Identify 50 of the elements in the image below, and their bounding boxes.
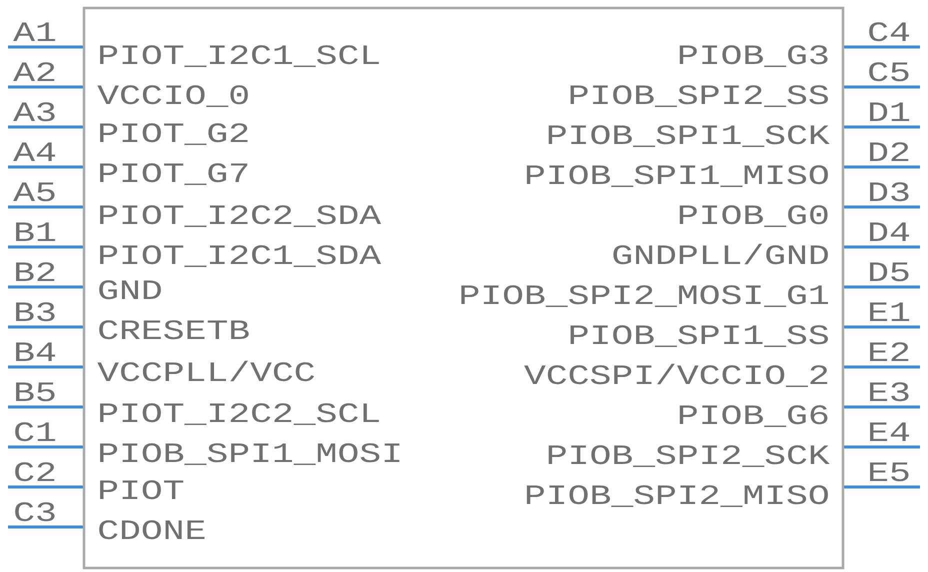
- pin-label: PIOT_I2C2_SCL: [100, 403, 379, 425]
- pin-label: PIOB_SPI2_SS: [570, 85, 828, 107]
- pin-number: B2: [16, 262, 54, 281]
- pin-number: B4: [16, 342, 55, 361]
- pin-label: PIOT_G7: [100, 163, 248, 185]
- pin-label: CRESETB: [99, 320, 249, 340]
- pin-number: B1: [16, 222, 56, 241]
- pin-label: VCCPLL/VCC: [97, 360, 314, 382]
- pin-number: C1: [15, 422, 56, 442]
- pin-label: GNDPLL/GND: [613, 244, 828, 264]
- pin-number: E1: [870, 302, 910, 321]
- pin-label: PIOB_G0: [680, 205, 828, 227]
- pin-label: PIOT: [100, 480, 184, 500]
- pin-number: A4: [13, 142, 55, 161]
- pin-number: C3: [15, 502, 55, 522]
- pin-number: A5: [13, 182, 55, 202]
- pin-number: D3: [870, 182, 909, 202]
- pin-number: C4: [869, 22, 909, 42]
- pin-number: B3: [16, 302, 55, 322]
- pin-number: D1: [870, 102, 910, 121]
- pin-label: PIOB_SPI2_SCK: [548, 445, 830, 467]
- pin-label: PIOB_SPI1_SCK: [548, 125, 830, 147]
- pin-label: GND: [99, 280, 161, 300]
- pin-number: D2: [870, 142, 908, 161]
- pin-label: PIOT_I2C1_SCL: [100, 45, 379, 67]
- pin-number: E4: [870, 422, 909, 441]
- pin-label: PIOB_G3: [680, 45, 828, 67]
- pin-label: PIOT_I2C1_SDA: [100, 245, 382, 267]
- pin-label: PIOB_SPI1_MOSI: [100, 443, 400, 465]
- pin-label: PIOB_SPI1_MISO: [526, 165, 828, 187]
- pin-label: PIOB_SPI1_SS: [570, 325, 828, 347]
- pin-number: A2: [13, 62, 54, 81]
- pin-number: B5: [16, 382, 55, 402]
- pin-number: C2: [15, 462, 54, 482]
- pin-label: PIOB_SPI2_MOSI_G1: [461, 285, 828, 307]
- pin-label: CDONE: [99, 520, 205, 540]
- pin-number: D4: [870, 222, 909, 241]
- pin-label: PIOB_SPI2_MISO: [526, 485, 828, 507]
- pin-number: D5: [870, 262, 909, 282]
- pin-label: PIOT_G2: [100, 123, 248, 145]
- pin-number: A3: [13, 102, 55, 122]
- pin-label: PIOB_G6: [680, 405, 828, 427]
- pin-number: A1: [13, 22, 56, 41]
- pin-label: VCCIO_0: [97, 85, 248, 107]
- pin-label: VCCSPI/VCCIO_2: [524, 364, 828, 387]
- pin-number: E5: [870, 462, 909, 482]
- pin-label: PIOT_I2C2_SDA: [100, 205, 382, 227]
- pin-number: E2: [870, 342, 908, 361]
- pin-number: E3: [870, 382, 909, 402]
- pin-number: C5: [869, 62, 909, 82]
